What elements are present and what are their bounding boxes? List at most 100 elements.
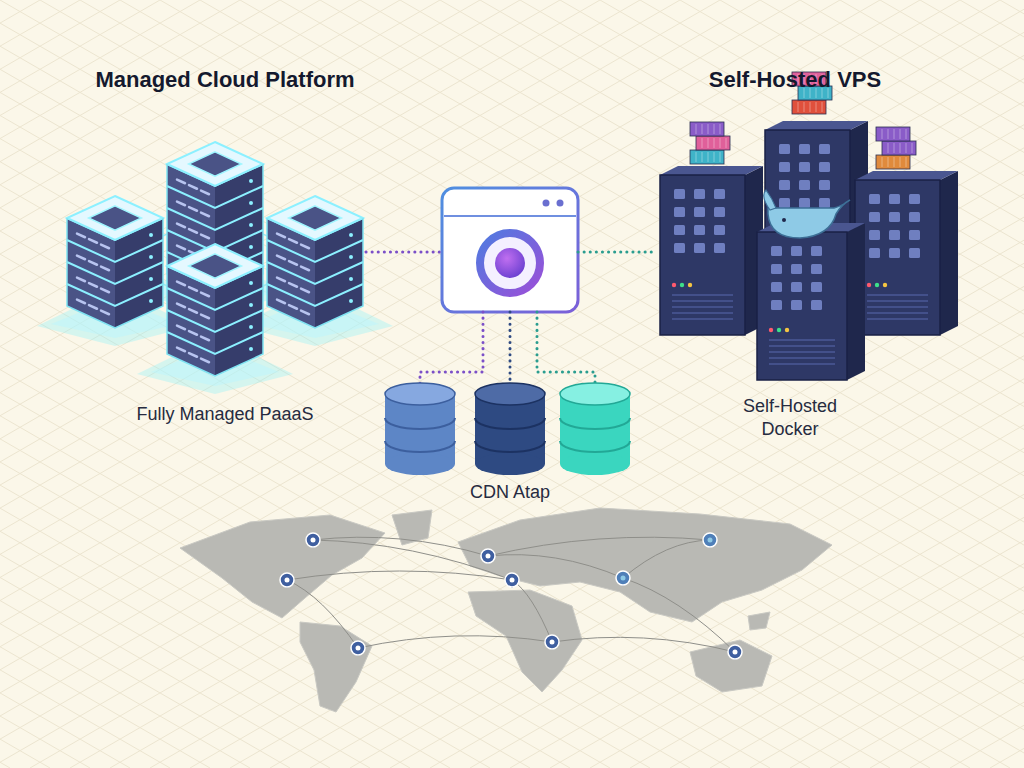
db-top [560, 383, 630, 405]
tower-led [680, 283, 684, 287]
window-dot [543, 200, 550, 207]
server-slot [201, 359, 209, 363]
server-slot [77, 278, 85, 282]
tower-vent [867, 300, 928, 302]
grid-line [230, 0, 1024, 768]
container-rib [798, 102, 799, 112]
grid-line [840, 0, 1024, 768]
tower-window [791, 246, 802, 256]
server-face [67, 284, 115, 328]
container-rib [714, 124, 715, 134]
container-block [696, 136, 730, 150]
grid-line [0, 0, 840, 768]
server-led [249, 281, 253, 285]
grid-line [1000, 0, 1024, 768]
server-led [349, 233, 353, 237]
grid-line [360, 0, 1024, 768]
browser-window [442, 188, 578, 312]
tower-window [694, 207, 705, 217]
server-slot [189, 185, 197, 189]
pin-core [486, 554, 491, 559]
container-rib [906, 129, 907, 139]
grid-line [0, 0, 920, 768]
db-band [475, 441, 545, 452]
tower-window [819, 162, 830, 172]
grid-line [190, 0, 1024, 768]
route-arc [488, 537, 710, 556]
grid-line [0, 0, 850, 768]
grid-line [0, 0, 480, 768]
server-led [249, 347, 253, 351]
server-slot [301, 311, 309, 315]
dotted-link [366, 251, 442, 254]
tower-window [771, 282, 782, 292]
server-top [67, 196, 163, 240]
node-group: Self-Hosted VPSSelf-Hosted Docker [625, 60, 965, 450]
vps-tower [855, 171, 958, 335]
server-top [167, 142, 263, 186]
server-led [349, 277, 353, 281]
location-pin [545, 635, 559, 649]
server-slot [289, 239, 297, 243]
grid-line [240, 0, 1024, 768]
grid-line [70, 0, 1024, 768]
container-rib [714, 152, 715, 162]
tower-window [779, 198, 790, 208]
grid-line [30, 0, 1024, 768]
db-bottom [385, 453, 455, 475]
server-slot [277, 278, 285, 282]
server-led [249, 179, 253, 183]
tower-window [909, 194, 920, 204]
tower-window [779, 144, 790, 154]
tower-outline [855, 180, 940, 335]
tower-window [694, 243, 705, 253]
container-rib [810, 102, 811, 112]
server-slot [289, 283, 297, 287]
window-dot [557, 200, 564, 207]
location-pin [616, 571, 630, 585]
server-outline [267, 218, 363, 328]
whale-body [768, 200, 850, 238]
grid-line [0, 0, 570, 768]
server-slot [89, 261, 97, 265]
tower-window [811, 282, 822, 292]
tower-window [889, 230, 900, 240]
container-rib [888, 129, 889, 139]
tower-outline [660, 175, 745, 335]
server-edge-light [267, 240, 363, 262]
db-top [385, 383, 455, 405]
db-band [560, 418, 630, 429]
continent [180, 515, 385, 618]
tower-window [771, 246, 782, 256]
grid-line [0, 0, 680, 768]
grid-line [0, 0, 40, 768]
server-slot [189, 331, 197, 335]
server-slot [201, 191, 209, 195]
server-led [249, 325, 253, 329]
container-block [690, 122, 724, 136]
continent [690, 640, 772, 692]
grid-line [790, 0, 1024, 768]
tower-vent [672, 300, 733, 302]
tower-led [769, 328, 773, 332]
server-led [249, 245, 253, 249]
server-stack [137, 244, 293, 394]
group-label: Self-Hosted Docker [725, 395, 855, 441]
grid-line [270, 0, 1024, 768]
grid-line [310, 0, 1024, 768]
server-led [249, 201, 253, 205]
tower-window [694, 225, 705, 235]
container-rib [906, 157, 907, 167]
grid-line [0, 0, 400, 768]
container-rib [882, 129, 883, 139]
location-pin [703, 533, 717, 547]
grid-line [110, 0, 1024, 768]
database-cylinder [560, 383, 630, 475]
server-slot [301, 289, 309, 293]
grid-line [0, 0, 720, 768]
route-arc [287, 571, 512, 580]
tower-window [819, 180, 830, 190]
